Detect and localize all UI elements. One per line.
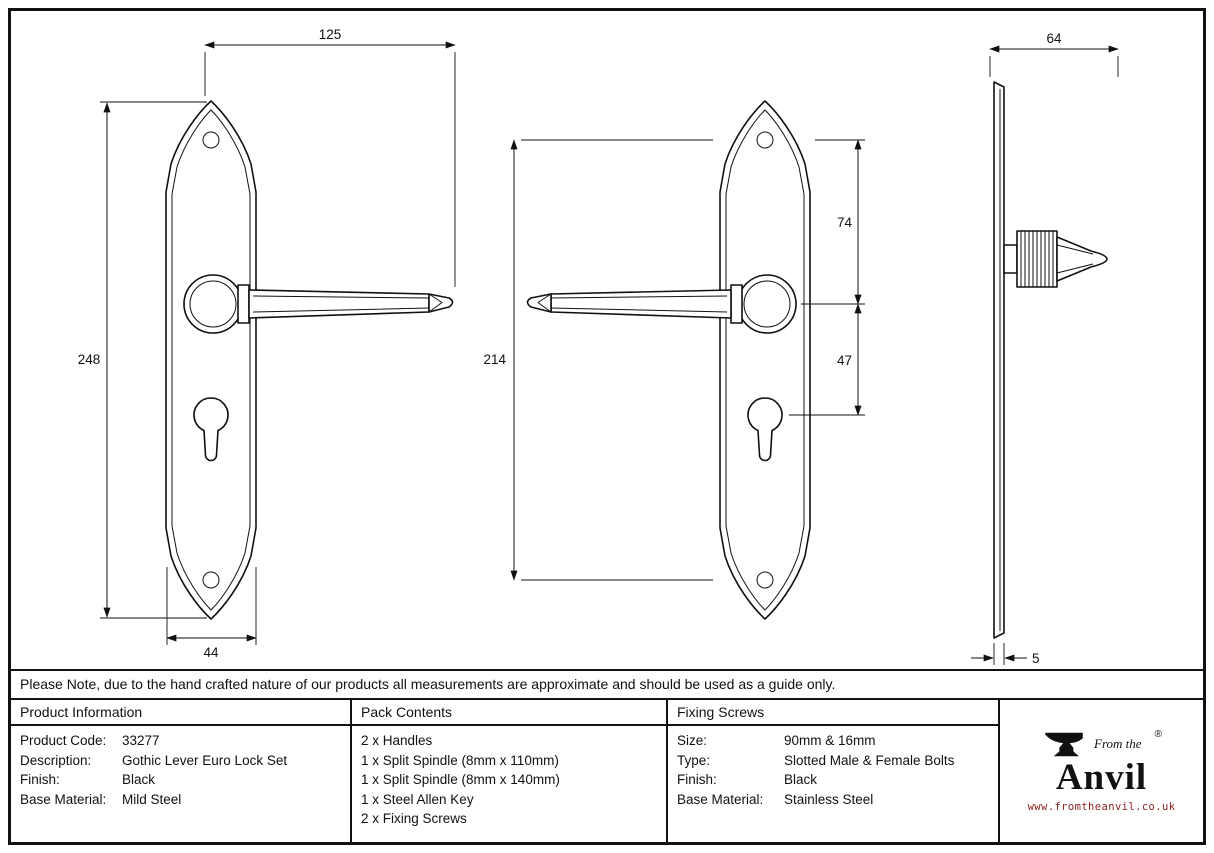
table-row: Size: 90mm & 16mm: [677, 733, 989, 748]
table-row: Type: Slotted Male & Female Bolts: [677, 753, 989, 768]
row-label: Size:: [677, 733, 708, 748]
anvil-icon: [1045, 732, 1083, 757]
product-information-column: Product Information Product Code: 33277 …: [11, 700, 352, 842]
dim-label-5: 5: [1032, 651, 1040, 666]
dimension-64: 64: [989, 31, 1119, 77]
note-bar: Please Note, due to the hand crafted nat…: [11, 669, 1203, 700]
list-item: 1 x Split Spindle (8mm x 110mm): [361, 752, 559, 768]
fixing-screws-column: Fixing Screws Size: 90mm & 16mm Type: Sl…: [668, 700, 1000, 842]
list-item: 1 x Steel Allen Key: [361, 791, 474, 807]
dim-label-47: 47: [837, 353, 852, 368]
lever-collar: [237, 284, 250, 324]
lever-rose-inner: [189, 280, 237, 328]
table-row: Base Material: Stainless Steel: [677, 792, 989, 807]
brand-logo-cell: From the ® Anvil www.fromtheanvil.co.uk: [1000, 700, 1203, 842]
row-label: Type:: [677, 752, 711, 768]
dim-label-74: 74: [837, 215, 853, 230]
dimension-47: 47: [789, 303, 865, 416]
row-value: Mild Steel: [122, 791, 182, 807]
row-label: Description:: [20, 752, 92, 768]
row-value: 90mm & 16mm: [784, 733, 876, 748]
dimension-44: 44: [166, 567, 257, 660]
euro-keyhole: [193, 397, 229, 462]
dim-label-44: 44: [203, 645, 219, 660]
table-row: Finish: Black: [677, 772, 989, 787]
row-label: Base Material:: [677, 791, 764, 807]
logo-wordmark: Anvil: [1055, 757, 1148, 799]
table-row: Base Material: Mild Steel: [20, 792, 341, 807]
top-screw-hole: [202, 131, 220, 149]
fixing-screws-header: Fixing Screws: [668, 700, 998, 726]
handle-drawing-svg: 125 248 44 214: [78, 27, 1119, 666]
list-item: 2 x Handles: [361, 733, 433, 748]
table-row: Finish: Black: [20, 772, 341, 787]
dim-label-125: 125: [319, 27, 342, 42]
table-row: Description: Gothic Lever Euro Lock Set: [20, 753, 341, 768]
dim-label-214: 214: [483, 352, 506, 367]
side-profile-view: [993, 81, 1108, 639]
dimension-248: 248: [78, 101, 207, 619]
page-frame: 125 248 44 214: [8, 8, 1206, 845]
dimension-125: 125: [204, 27, 456, 287]
plate-side-edge: [993, 81, 1005, 639]
registered-mark: ®: [1154, 729, 1162, 741]
dim-label-64: 64: [1046, 31, 1062, 46]
logo-url: www.fromtheanvil.co.uk: [1027, 800, 1176, 813]
dimension-214: 214: [483, 139, 713, 581]
technical-drawing: 125 248 44 214: [11, 11, 1203, 669]
table-row: Product Code: 33277: [20, 733, 341, 748]
note-text: Please Note, due to the hand crafted nat…: [20, 676, 836, 692]
product-information-header: Product Information: [11, 700, 350, 726]
lever-grip-side: [1056, 236, 1108, 282]
row-value: Black: [122, 772, 156, 787]
row-value: 33277: [122, 733, 160, 748]
row-value: Black: [784, 772, 818, 787]
row-label: Finish:: [20, 772, 60, 787]
backplate-front-view: [165, 100, 257, 620]
dimension-5: 5: [971, 643, 1040, 666]
row-label: Product Code:: [20, 733, 107, 748]
pack-contents-header: Pack Contents: [352, 700, 666, 726]
spec-table: Product Information Product Code: 33277 …: [11, 700, 1203, 842]
dim-label-248: 248: [78, 352, 101, 367]
brand-logo: From the ® Anvil www.fromtheanvil.co.uk: [1028, 729, 1176, 813]
row-label: Finish:: [677, 772, 717, 787]
row-value: Slotted Male & Female Bolts: [784, 752, 955, 768]
bottom-screw-hole: [202, 571, 220, 589]
logo-tagline: From the: [1094, 736, 1142, 752]
lever-handle-mirrored: [526, 284, 743, 324]
lever-rose-outer: [183, 274, 243, 334]
list-item: 2 x Fixing Screws: [361, 811, 467, 826]
dimension-74: 74: [801, 139, 865, 305]
row-value: Gothic Lever Euro Lock Set: [122, 752, 288, 768]
list-item: 1 x Split Spindle (8mm x 140mm): [361, 772, 560, 787]
lever-neck-side: [1003, 244, 1018, 274]
row-value: Stainless Steel: [784, 791, 874, 807]
pack-contents-column: Pack Contents 2 x Handles 1 x Split Spin…: [352, 700, 668, 842]
backplate-front-view-2: [719, 100, 811, 620]
lever-handle: [237, 284, 454, 324]
row-label: Base Material:: [20, 791, 107, 807]
